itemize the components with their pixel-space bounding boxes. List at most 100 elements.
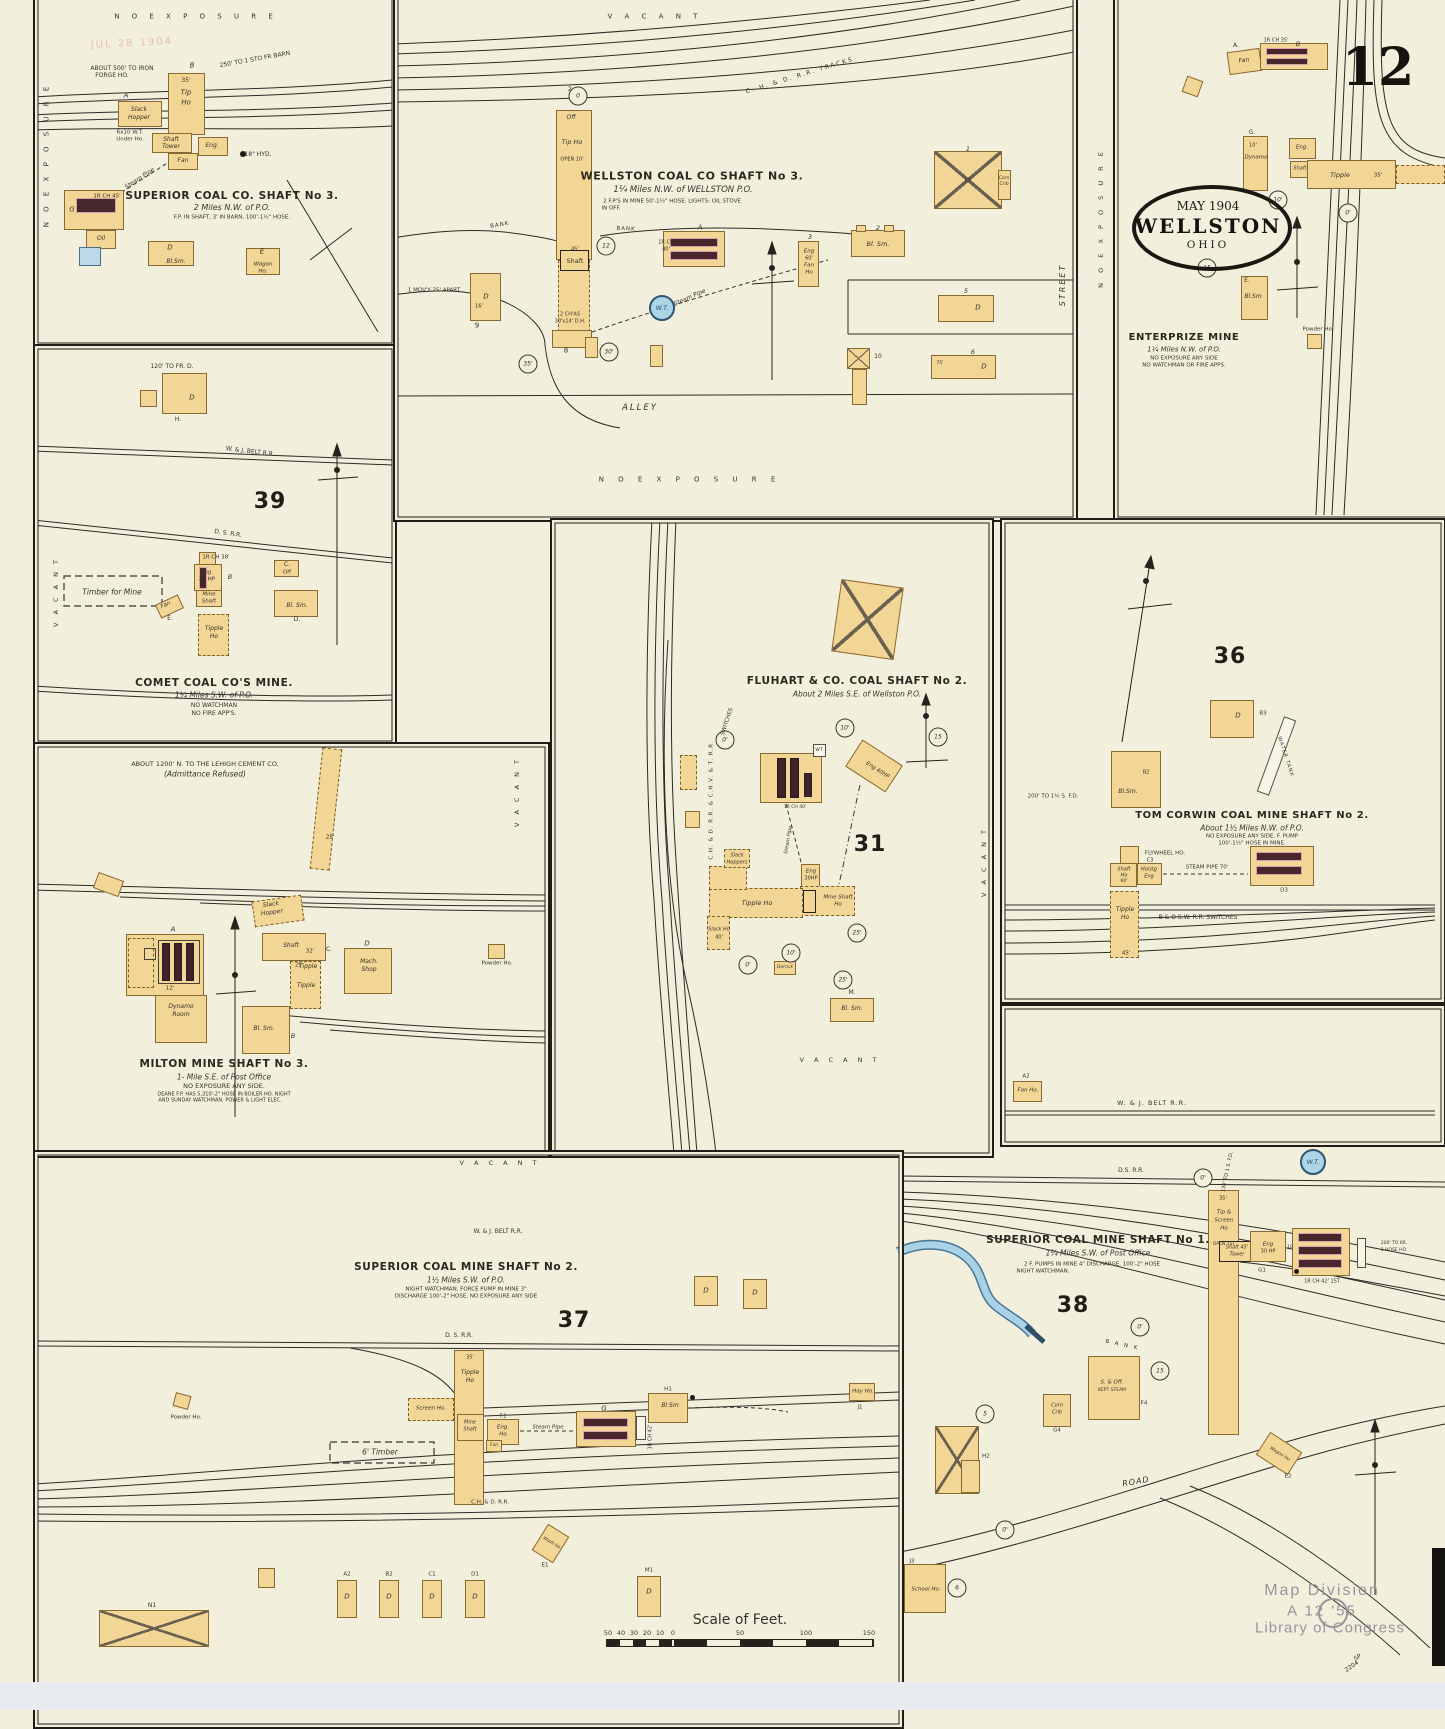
building bbox=[1357, 1238, 1366, 1268]
building bbox=[79, 247, 101, 266]
map-label: Room bbox=[172, 1011, 190, 1018]
map-label: Shaft bbox=[283, 942, 299, 949]
map-label: D. S. R.R. bbox=[445, 1332, 473, 1339]
map-label: D bbox=[1235, 711, 1241, 720]
building bbox=[1208, 1190, 1239, 1435]
map-label: 75' bbox=[936, 360, 944, 366]
map-label: 1¼ Miles N.W. of P.O. bbox=[1147, 345, 1221, 354]
building bbox=[650, 345, 663, 367]
building bbox=[158, 940, 200, 984]
building bbox=[457, 1414, 484, 1441]
map-label: Slack bbox=[730, 852, 744, 859]
map-label: G. bbox=[1248, 129, 1256, 136]
map-label: Tip Ho bbox=[561, 137, 583, 146]
map-label: A. bbox=[1233, 42, 1239, 49]
map-label: Bl Sm bbox=[661, 1402, 679, 1409]
map-label: Crib bbox=[999, 181, 1009, 187]
map-label: Hoppers bbox=[726, 859, 748, 866]
map-label: Fan bbox=[177, 157, 189, 164]
map-label: M1 bbox=[644, 1567, 654, 1574]
map-label: A bbox=[697, 223, 703, 232]
map-label: H2 bbox=[982, 1453, 990, 1460]
building bbox=[856, 225, 866, 232]
building bbox=[774, 961, 796, 975]
map-label: 1¼ Miles N.W. of WELLSTON P.O. bbox=[613, 184, 753, 195]
map-label: Tipple bbox=[1115, 906, 1135, 913]
map-label: DEANE F.P. HAS 5,310'-2" HOSE IN BOILER … bbox=[157, 1091, 291, 1098]
water-tank-circle: W.T. bbox=[649, 295, 675, 321]
scale-tick: 30 bbox=[629, 1629, 639, 1637]
building bbox=[670, 238, 718, 247]
map-label: F.P. IN SHAFT, 3' IN BARN, 100'-1½" HOSE… bbox=[173, 214, 291, 221]
map-label: Fan bbox=[803, 262, 815, 269]
map-label: D bbox=[752, 1288, 758, 1297]
map-label: Bl. Sm. bbox=[841, 1005, 863, 1012]
map-label: 1R CH 35' bbox=[1263, 37, 1289, 44]
building bbox=[1307, 334, 1322, 349]
map-label: Powder Ho. bbox=[170, 1414, 202, 1421]
building bbox=[636, 1416, 646, 1440]
marker-dot bbox=[690, 1395, 695, 1400]
building bbox=[1111, 751, 1161, 808]
building bbox=[198, 614, 229, 656]
building bbox=[648, 1393, 688, 1423]
ref-circle: 5 bbox=[975, 1404, 995, 1424]
lc-stamp-line1: Map Division bbox=[1264, 1582, 1380, 1599]
building bbox=[961, 1460, 980, 1493]
map-label: Oil bbox=[96, 235, 106, 242]
map-label: Mach. bbox=[360, 958, 378, 965]
map-label: N O E X P O S U R E bbox=[598, 475, 782, 484]
marker-dot bbox=[1294, 1269, 1299, 1274]
building bbox=[1260, 43, 1328, 70]
building bbox=[637, 1576, 661, 1617]
map-label: 2 CH'AS bbox=[560, 311, 580, 318]
building bbox=[585, 337, 598, 358]
map-label: Eng. bbox=[496, 1424, 510, 1431]
mine-title: SUPERIOR COAL CO. SHAFT No 3. bbox=[125, 189, 339, 202]
building bbox=[1250, 1231, 1286, 1262]
map-label: Mine Shaft bbox=[823, 894, 853, 901]
building bbox=[1266, 58, 1308, 65]
map-label: 1R CH bbox=[658, 239, 674, 246]
building bbox=[1298, 1233, 1342, 1242]
map-label: Steam Pipe bbox=[532, 1424, 564, 1431]
building bbox=[1043, 1394, 1071, 1427]
map-label: 1¾ Miles S.W. of Post Office bbox=[1045, 1248, 1151, 1258]
map-label: Screen bbox=[1214, 1217, 1234, 1224]
building bbox=[1013, 1081, 1042, 1102]
water-tank-circle: W.T. bbox=[1300, 1149, 1326, 1175]
map-label: OPEN 10' bbox=[560, 156, 584, 163]
mine-title: MILTON MINE SHAFT No 3. bbox=[139, 1057, 309, 1070]
map-label: Ho bbox=[181, 98, 191, 107]
map-label: 1 MOV'Y 25' APART bbox=[407, 287, 461, 294]
map-label: 35' bbox=[181, 77, 191, 84]
map-label: H1 bbox=[664, 1386, 672, 1393]
section-number: 39 bbox=[253, 489, 287, 514]
map-label: Tipple Ho bbox=[741, 898, 773, 907]
map-label: Eng. bbox=[205, 142, 219, 149]
section-number: 36 bbox=[1213, 644, 1247, 669]
map-label: NO WATCHMAN bbox=[190, 702, 238, 709]
map-label: Screen Ho. bbox=[415, 1405, 447, 1412]
map-label: D bbox=[483, 292, 489, 301]
map-label: STREET bbox=[1058, 263, 1067, 307]
map-label: Dynamo bbox=[1244, 154, 1268, 161]
building bbox=[934, 151, 1002, 209]
map-label: 1R CH 45' bbox=[93, 193, 121, 200]
building bbox=[847, 348, 870, 369]
building bbox=[904, 1564, 946, 1613]
mine-title: TOM CORWIN COAL MINE SHAFT No 2. bbox=[1135, 810, 1369, 821]
map-label: W. & J. BELT R.R. bbox=[1116, 1098, 1188, 1107]
map-label: 6 bbox=[970, 347, 976, 356]
stamp-city: WELLSTON bbox=[1134, 214, 1282, 238]
map-label: Mine bbox=[202, 591, 216, 598]
building bbox=[1266, 48, 1308, 55]
map-label: Tipple bbox=[204, 625, 224, 632]
map-label: Corn bbox=[998, 175, 1010, 181]
building bbox=[128, 938, 154, 988]
map-label: G bbox=[601, 1404, 607, 1413]
map-label: H. bbox=[174, 416, 182, 423]
ref-circle: 0 bbox=[568, 86, 588, 106]
map-label: ABOUT 500' TO IRON bbox=[90, 65, 154, 72]
